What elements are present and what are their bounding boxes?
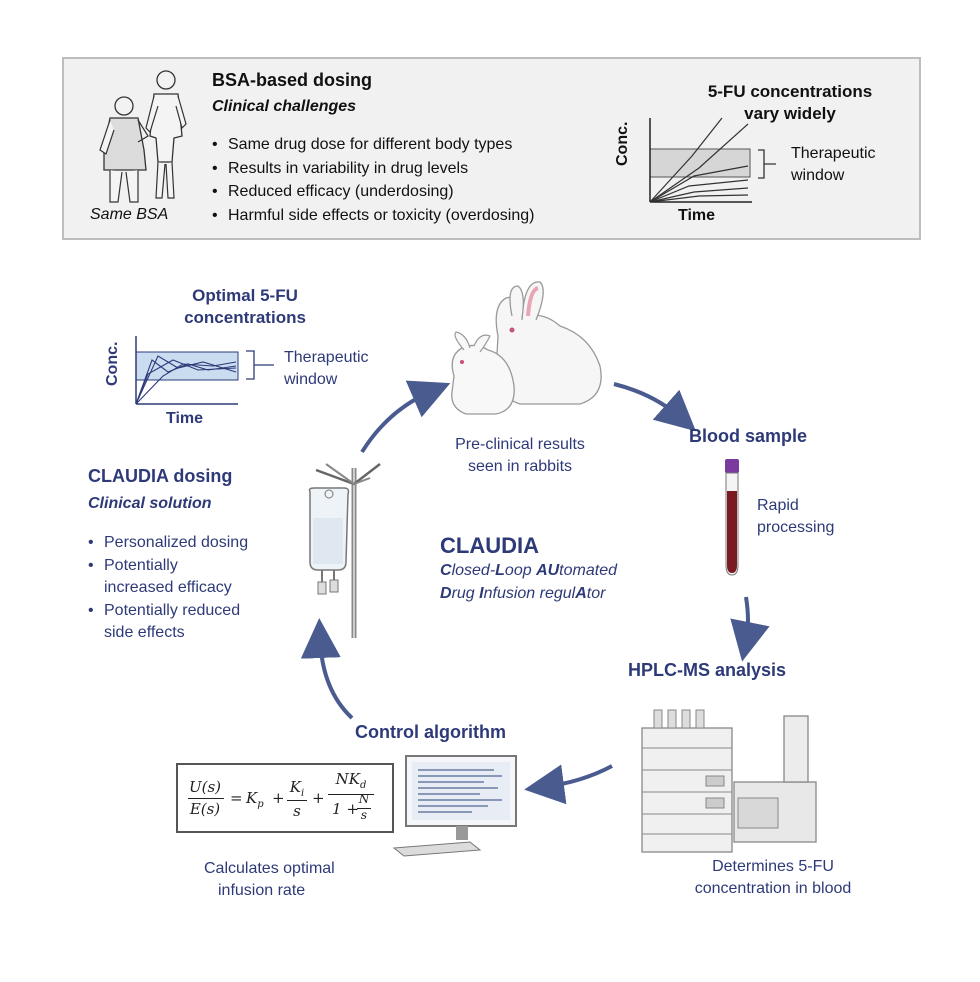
optimal-window-line1: Therapeutic [284,349,369,366]
list-item: Personalized dosing [88,532,288,554]
transfer-function: U(s) E(s) = Kp + Ki s + NKd 1 + N s [186,770,386,830]
hplc-caption-line2: concentration in blood [694,880,852,897]
control-caption-line2: infusion rate [218,882,306,899]
list-item: Same drug dose for different body types [212,133,592,157]
claudia-dosing-subtitle: Clinical solution [88,495,212,512]
optimal-window-bracket [246,350,274,380]
solution-list: Personalized dosing Potentiallyincreased… [88,532,288,645]
panel-subtitle: Clinical challenges [212,98,357,115]
variable-conc-chart [649,117,752,203]
blood-caption-line2: processing [757,519,835,536]
iv-bag-icon [308,463,381,638]
chart-title-line2: vary widely [744,104,836,123]
hplc-title: HPLC-MS analysis [628,660,787,680]
challenge-list: Same drug dose for different body types … [212,133,592,227]
people-icon [99,70,187,203]
control-title: Control algorithm [355,722,506,742]
optimal-title-line1: Optimal 5-FU [192,286,298,305]
computer-monitor-icon [392,755,517,857]
control-caption-line1: Calculates optimal [204,860,335,877]
optimal-window-line2: window [284,371,338,388]
optimal-conc-chart [135,336,239,405]
blood-title: Blood sample [689,426,808,446]
people-caption: Same BSA [90,206,169,223]
hplc-caption-line1: Determines 5-FU [712,858,834,875]
optimal-ylabel: Conc. [104,341,121,386]
window-label-line1: Therapeutic [791,145,876,162]
rabbits-icon [451,281,602,415]
claudia-acronym-line1: Closed-Loop AUtomated [440,562,617,579]
blood-caption-line1: Rapid [757,497,799,514]
window-label-line2: window [791,167,845,184]
blood-tube-icon [725,459,739,576]
rabbits-caption-line1: Pre-clinical results [455,436,585,453]
list-item: Reduced efficacy (underdosing) [212,180,592,204]
panel-title: BSA-based dosing [212,70,373,90]
optimal-title-line2: concentrations [184,308,306,327]
list-item: Results in variability in drug levels [212,157,592,181]
optimal-xlabel: Time [166,410,204,427]
chart-title-line1: 5-FU concentrations [707,82,873,101]
rabbits-caption-line2: seen in rabbits [467,458,573,475]
claudia-title: CLAUDIA [440,533,539,558]
hplc-ms-icon [641,709,817,853]
list-item: Harmful side effects or toxicity (overdo… [212,204,592,228]
chart-xlabel: Time [678,207,716,224]
claudia-dosing-title: CLAUDIA dosing [88,466,233,486]
claudia-acronym-line2: Drug Infusion regulAtor [440,585,606,602]
window-bracket [758,149,776,179]
